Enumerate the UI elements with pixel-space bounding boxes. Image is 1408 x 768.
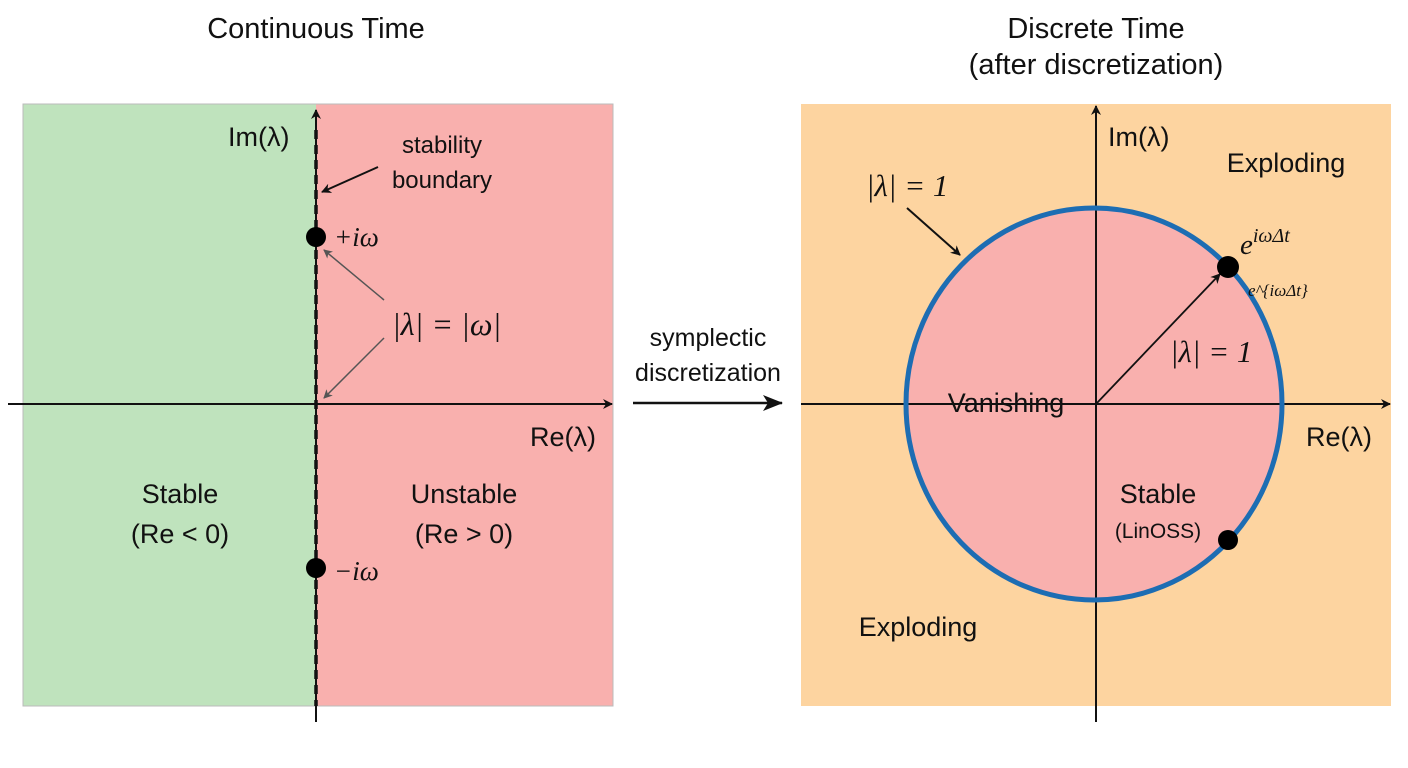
magnitude-label: |λ| = |ω|	[392, 306, 501, 342]
point-conjugate	[1218, 530, 1238, 550]
linoss-label: (LinOSS)	[1115, 520, 1201, 543]
point-label: e^{iωΔt}	[1248, 281, 1308, 300]
boundary-label-2: boundary	[392, 167, 492, 194]
point-e-iwdt	[1217, 256, 1239, 278]
unit-circle	[903, 205, 1285, 603]
magnitude-arrow-up	[323, 249, 385, 301]
stable-condition: (Re < 0)	[131, 519, 229, 549]
stable-label: Stable	[142, 479, 219, 509]
radius-arrow	[1095, 273, 1221, 405]
plus-point-label: +iω	[334, 222, 379, 252]
right-title-2: (after discretization)	[969, 49, 1224, 81]
circle-label-arrow	[906, 207, 961, 256]
exploding-label-bottom: Exploding	[859, 612, 978, 642]
exploding-label-top: Exploding	[1227, 148, 1346, 178]
boundary-arrow	[321, 166, 379, 193]
stable-linoss-label: Stable	[1120, 479, 1197, 509]
im-label-right: Im(λ)	[1108, 122, 1169, 152]
radius-label: |λ| = 1	[1170, 334, 1252, 369]
re-label-left: Re(λ)	[530, 422, 596, 452]
magnitude-arrow-down	[323, 337, 385, 399]
re-label-right: Re(λ)	[1306, 422, 1372, 452]
middle-label-2: discretization	[635, 359, 781, 387]
point-minus-iw	[306, 558, 326, 578]
unstable-label: Unstable	[411, 479, 518, 509]
point-label-rendered: eiωΔt	[1240, 225, 1290, 261]
left-title: Continuous Time	[207, 13, 425, 45]
minus-point-label: −iω	[334, 556, 379, 586]
circle-label: |λ| = 1	[866, 168, 948, 203]
point-label-base: e	[1240, 229, 1253, 261]
unstable-condition: (Re > 0)	[415, 519, 513, 549]
im-label-left: Im(λ)	[228, 122, 289, 152]
middle-label-1: symplectic	[650, 324, 767, 352]
vanishing-label: Vanishing	[948, 388, 1065, 418]
point-plus-iw	[306, 227, 326, 247]
boundary-label-1: stability	[402, 132, 482, 159]
point-label-exponent: iωΔt	[1253, 225, 1290, 247]
right-title-1: Discrete Time	[1007, 13, 1184, 45]
